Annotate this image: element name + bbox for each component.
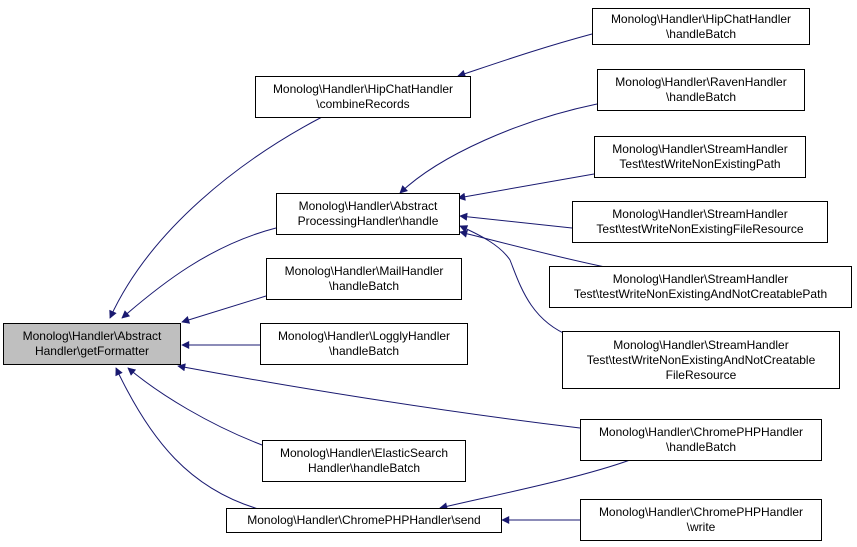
node-chromephp-write[interactable]: Monolog\Handler\ChromePHPHandler\write bbox=[580, 499, 822, 541]
edge-elastic-to-root bbox=[127, 367, 263, 446]
edge-chromebatch-to-root bbox=[177, 363, 581, 429]
edge-raven-to-abstract bbox=[399, 103, 598, 194]
node-label-line: \combineRecords bbox=[316, 97, 410, 111]
node-label-line: Monolog\Handler\HipChatHandler bbox=[272, 82, 454, 96]
edge-st2-to-abstract bbox=[459, 212, 573, 229]
node-label-line: \handleBatch bbox=[328, 279, 400, 293]
node-label-line: Monolog\Handler\ChromePHPHandler\send bbox=[247, 513, 481, 527]
node-label-line: Test\testWriteNonExistingFileResource bbox=[596, 222, 804, 236]
node-label: Monolog\Handler\ChromePHPHandler\write bbox=[599, 505, 803, 535]
edge-st1-to-abstract bbox=[457, 173, 595, 201]
node-mailhandler-handlebatch[interactable]: Monolog\Handler\MailHandler\handleBatch bbox=[266, 258, 462, 300]
node-label-line: Monolog\Handler\ChromePHPHandler bbox=[598, 425, 804, 439]
node-label-line: Monolog\Handler\HipChatHandler bbox=[610, 11, 792, 26]
node-hipchat-handlebatch[interactable]: Monolog\Handler\HipChatHandler\handleBat… bbox=[592, 8, 810, 45]
node-label: Monolog\Handler\ChromePHPHandler\send bbox=[247, 513, 480, 528]
node-label: Monolog\Handler\ChromePHPHandler\handleB… bbox=[599, 425, 803, 455]
node-label: Monolog\Handler\MailHandler\handleBatch bbox=[285, 264, 444, 294]
node-label-line: Monolog\Handler\ChromePHPHandler bbox=[598, 505, 804, 519]
node-chromephp-handlebatch[interactable]: Monolog\Handler\ChromePHPHandler\handleB… bbox=[580, 419, 822, 461]
node-label-line: Monolog\Handler\LogglyHandler bbox=[277, 329, 451, 343]
node-label: Monolog\Handler\LogglyHandler\handleBatc… bbox=[278, 329, 450, 359]
edge-st3-to-abstract bbox=[459, 229, 611, 269]
node-label-line: Monolog\Handler\ElasticSearch bbox=[279, 446, 449, 460]
node-label-line: \handleBatch bbox=[665, 440, 737, 454]
node-label-line: \write bbox=[686, 520, 716, 534]
node-raven-handlebatch[interactable]: Monolog\Handler\RavenHandler\handleBatch bbox=[597, 69, 805, 111]
node-label-line: Monolog\Handler\MailHandler bbox=[284, 264, 444, 278]
edge-abstract-to-root bbox=[121, 227, 277, 319]
edge-combine-to-root bbox=[109, 116, 323, 319]
node-label-line: Monolog\Handler\StreamHandler bbox=[612, 272, 789, 286]
node-label-line: Handler\handleBatch bbox=[307, 461, 421, 475]
node-label-line: FileResource bbox=[665, 367, 737, 382]
edge-st4-to-abstract bbox=[459, 225, 571, 337]
node-label: Monolog\Handler\RavenHandler\handleBatch bbox=[615, 75, 786, 105]
edge-chromebatch-to-send bbox=[439, 459, 631, 511]
node-label-line: Test\testWriteNonExistingAndNotCreatable… bbox=[573, 287, 828, 301]
node-label-line: Handler\getFormatter bbox=[34, 344, 150, 358]
node-label-line: Test\testWriteNonExistingPath bbox=[619, 157, 781, 171]
node-label-line: Test\testWriteNonExistingAndNotCreatable bbox=[586, 352, 816, 367]
node-label-line: ProcessingHandler\handle bbox=[297, 214, 439, 228]
node-logglyhandler-handlebatch[interactable]: Monolog\Handler\LogglyHandler\handleBatc… bbox=[260, 323, 468, 365]
node-label-line: Monolog\Handler\StreamHandler bbox=[613, 337, 789, 352]
node-hipchat-combinerecords[interactable]: Monolog\Handler\HipChatHandler\combineRe… bbox=[255, 76, 471, 118]
node-chromephp-send[interactable]: Monolog\Handler\ChromePHPHandler\send bbox=[226, 508, 502, 533]
node-label-line: \handleBatch bbox=[665, 26, 737, 41]
node-label: Monolog\Handler\HipChatHandler\combineRe… bbox=[273, 82, 453, 112]
edge-hipbatch-to-combine bbox=[457, 33, 593, 78]
node-label-line: Monolog\Handler\RavenHandler bbox=[615, 75, 787, 89]
node-label-line: Monolog\Handler\StreamHandler bbox=[612, 142, 788, 156]
node-label-line: Monolog\Handler\StreamHandler bbox=[612, 207, 788, 221]
node-label-line: Monolog\Handler\Abstract bbox=[298, 199, 438, 213]
node-label-line: Monolog\Handler\Abstract bbox=[22, 329, 162, 343]
node-label: Monolog\Handler\HipChatHandler\handleBat… bbox=[611, 12, 791, 42]
node-label-line: \handleBatch bbox=[665, 90, 737, 104]
edge-mail-to-root bbox=[181, 295, 267, 324]
node-label-line: \handleBatch bbox=[328, 344, 400, 358]
edge-chromesend-to-root bbox=[115, 367, 263, 511]
